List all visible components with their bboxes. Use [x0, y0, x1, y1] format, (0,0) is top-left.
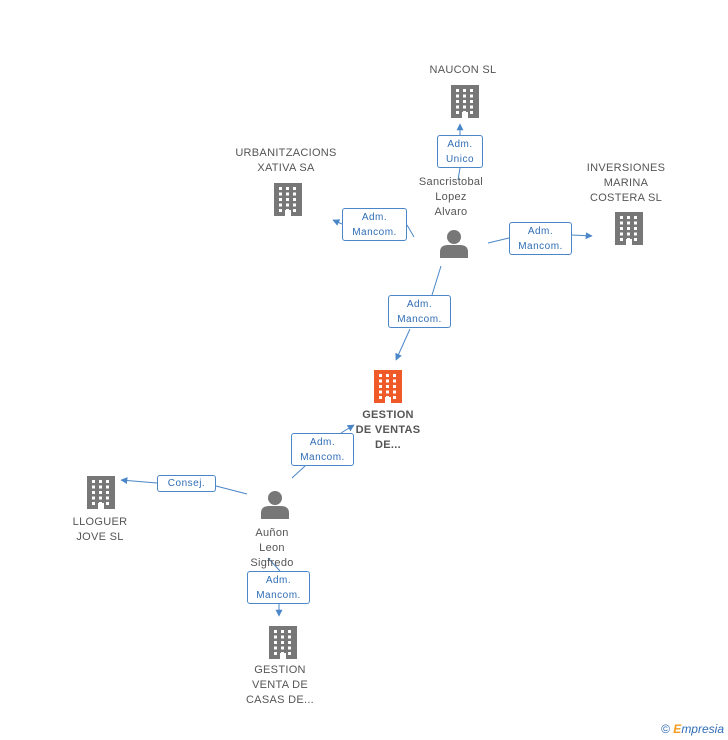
edge-inversiones — [571, 232, 593, 240]
relation-label-line: Adm. — [309, 437, 336, 448]
node-label-line: INVERSIONES — [586, 162, 666, 174]
logo-text: mpresia — [681, 722, 724, 736]
edge-inversiones — [487, 237, 510, 244]
node-label-line: DE VENTAS — [355, 424, 421, 436]
relation-label-line: Mancom. — [352, 227, 397, 238]
relation-label-gestion-venta-casas[interactable]: Adm. Mancom. — [247, 571, 310, 604]
naucon-building-icon[interactable] — [451, 85, 479, 118]
edge-lloguer — [215, 485, 248, 495]
node-label-line: LLOGUER — [72, 516, 128, 528]
logo-initial: E — [673, 722, 682, 736]
node-label-aunon[interactable]: Auñon Leon Sigfredo — [232, 526, 312, 571]
relation-label-line: Unico — [445, 154, 475, 165]
edge-naucon — [457, 167, 461, 181]
relation-label-line: Adm. — [265, 575, 292, 586]
node-label-line: VENTA DE — [252, 679, 308, 691]
relation-label-naucon[interactable]: Adm. Unico — [437, 135, 483, 168]
relation-label-gestion-from-aunon[interactable]: Adm. Mancom. — [291, 433, 354, 466]
relation-label-line: Adm. — [447, 139, 473, 150]
relation-label-gestion-from-sancristobal[interactable]: Adm. Mancom. — [388, 295, 451, 328]
edge-gestion-from-sancristobal — [431, 265, 442, 296]
node-label-naucon[interactable]: NAUCON SL — [423, 63, 503, 78]
node-label-inversiones[interactable]: INVERSIONES MARINA COSTERA SL — [580, 161, 672, 206]
footer-credit: © Empresia — [661, 722, 724, 736]
node-label-line: Sigfredo — [250, 557, 294, 569]
sancristobal-person-icon[interactable] — [440, 230, 468, 258]
relation-label-urbanitzacions[interactable]: Adm. Mancom. — [342, 208, 407, 241]
edge-urbanitzacions — [406, 224, 415, 238]
gestion-venta-casas-building-icon[interactable] — [269, 626, 297, 659]
lloguer-building-icon[interactable] — [87, 476, 115, 509]
node-label-line: CASAS DE... — [245, 694, 315, 706]
node-label-line: Leon — [259, 542, 285, 554]
node-label-line: Auñon — [255, 527, 289, 539]
edge-gestion-from-sancristobal — [395, 328, 411, 361]
relation-label-line: Adm. — [361, 212, 388, 223]
inversiones-building-icon[interactable] — [615, 212, 643, 245]
node-label-line: Alvaro — [434, 206, 468, 218]
node-label-line: JOVE SL — [76, 531, 124, 543]
relation-label-line: Adm. — [406, 299, 433, 310]
node-label-gestion-venta-casas[interactable]: GESTION VENTA DE CASAS DE... — [236, 663, 324, 708]
relation-label-inversiones[interactable]: Adm. Mancom. — [509, 222, 572, 255]
node-label-line: Lopez — [435, 191, 467, 203]
node-label-line: XATIVA SA — [257, 162, 315, 174]
urbanitzacions-building-icon[interactable] — [274, 183, 302, 216]
relation-label-lloguer[interactable]: Consej. — [157, 475, 216, 492]
edge-gestion-from-aunon — [291, 465, 306, 479]
relation-label-line: Adm. — [527, 226, 554, 237]
node-label-line: MARINA — [603, 177, 649, 189]
relation-label-line: Mancom. — [300, 452, 345, 463]
edge-gestion-venta-casas — [267, 557, 281, 572]
empresia-logo[interactable]: Empresia — [673, 722, 724, 736]
copyright-icon: © — [661, 722, 670, 736]
node-label-line: NAUCON SL — [429, 64, 497, 76]
node-label-line: COSTERA SL — [589, 192, 663, 204]
edge-lloguer — [120, 477, 158, 485]
node-label-line: GESTION — [254, 664, 306, 676]
edge-urbanitzacions — [332, 219, 343, 226]
edge-gestion-from-aunon — [340, 424, 355, 434]
aunon-person-icon[interactable] — [261, 491, 289, 519]
relation-label-line: Consej. — [167, 478, 206, 489]
node-label-line: DE... — [375, 439, 401, 451]
node-label-sancristobal[interactable]: Sancristobal Lopez Alvaro — [406, 175, 496, 220]
node-label-line: GESTION — [362, 409, 414, 421]
node-label-urbanitzacions[interactable]: URBANITZACIONS XATIVA SA — [228, 146, 344, 176]
gestion-ventas-building-icon[interactable] — [374, 370, 402, 403]
node-label-line: Sancristobal — [418, 176, 484, 188]
node-label-gestion-ventas[interactable]: GESTION DE VENTAS DE... — [346, 408, 430, 453]
node-label-lloguer[interactable]: LLOGUER JOVE SL — [60, 515, 140, 545]
relation-label-line: Mancom. — [518, 241, 563, 252]
relation-label-line: Mancom. — [397, 314, 442, 325]
node-label-line: URBANITZACIONS — [235, 147, 337, 159]
relation-label-line: Mancom. — [256, 590, 301, 601]
